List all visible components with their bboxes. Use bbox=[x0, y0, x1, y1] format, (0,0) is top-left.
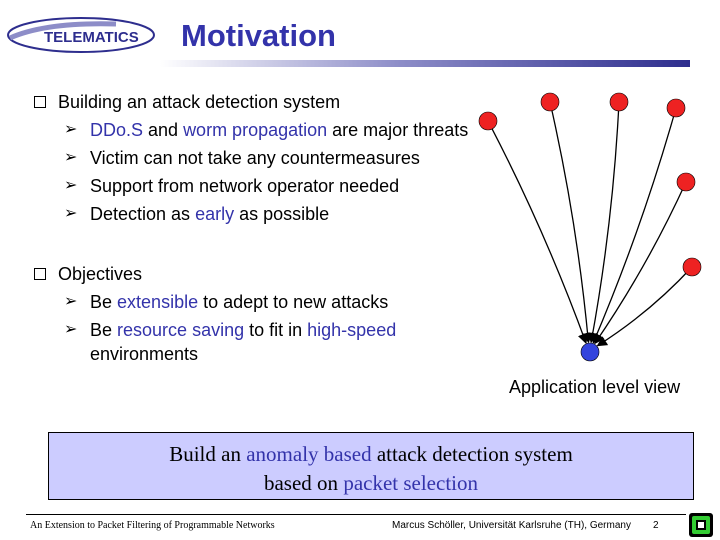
text-segment: environments bbox=[90, 344, 199, 364]
sub-bullet-text: Be extensible to adept to new attacks bbox=[90, 292, 388, 312]
header-bar bbox=[160, 60, 690, 67]
arrow-bullet-icon: ➢ bbox=[64, 121, 78, 138]
highlighted-text: DDo.S bbox=[90, 120, 144, 140]
text-segment: Be bbox=[90, 320, 118, 340]
bullet-text: Building an attack detection system bbox=[58, 92, 341, 112]
attack-edge bbox=[549, 101, 593, 344]
diagram-caption: Application level view bbox=[509, 377, 681, 397]
text-segment: Support from network operator needed bbox=[90, 176, 400, 196]
bullet-list: Building an attack detection system ➢ DD… bbox=[34, 88, 474, 370]
text-segment: Victim can not take any countermeasures bbox=[90, 148, 420, 168]
sub-bullet-text: DDo.S and worm propagation are major thr… bbox=[90, 120, 468, 140]
bullet-item: Building an attack detection system bbox=[34, 88, 474, 116]
square-bullet-icon bbox=[34, 96, 46, 108]
arrow-bullet-icon: ➢ bbox=[64, 177, 78, 194]
telematics-logo: TELEMATICS bbox=[7, 17, 155, 53]
logo-text: TELEMATICS bbox=[44, 29, 139, 46]
sub-bullet-text: Victim can not take any countermeasures bbox=[90, 148, 420, 168]
text-segment: Detection as bbox=[90, 204, 196, 224]
attack-edge bbox=[487, 120, 588, 345]
highlighted-text: high-speed bbox=[307, 320, 397, 340]
summary-line-2: based on packet selection bbox=[49, 469, 693, 498]
highlighted-text: resource saving bbox=[117, 320, 245, 340]
text-segment: are major threats bbox=[327, 120, 469, 140]
arrow-bullet-icon: ➢ bbox=[64, 149, 78, 166]
highlighted-text: extensible bbox=[117, 292, 199, 312]
highlighted-text: early bbox=[195, 204, 235, 224]
attacker-node bbox=[540, 92, 560, 112]
attack-edge bbox=[587, 101, 620, 344]
attack-diagram bbox=[478, 92, 702, 362]
highlighted-text: anomaly based bbox=[246, 442, 372, 466]
attack-edge bbox=[594, 181, 687, 345]
sub-bullet: ➢ Be resource saving to fit in high-spee… bbox=[34, 318, 474, 366]
footer-author: Marcus Schöller, Universität Karlsruhe (… bbox=[392, 520, 631, 531]
sub-bullet-text: Support from network operator needed bbox=[90, 176, 399, 196]
text-segment: and bbox=[143, 120, 184, 140]
text-segment: based on bbox=[263, 471, 344, 495]
summary-box: Build an anomaly based attack detection … bbox=[48, 432, 694, 500]
bullet-item: Objectives bbox=[34, 260, 474, 288]
text-segment: Build an bbox=[169, 442, 247, 466]
arrow-bullet-icon: ➢ bbox=[64, 293, 78, 310]
arrow-bullet-icon: ➢ bbox=[64, 321, 78, 338]
attack-edge bbox=[592, 107, 677, 344]
sub-bullet-text: Detection as early as possible bbox=[90, 204, 329, 224]
footer-title: An Extension to Packet Filtering of Prog… bbox=[30, 520, 275, 531]
footer-divider bbox=[26, 514, 686, 515]
text-segment: Be bbox=[90, 292, 118, 312]
sub-bullet: ➢ DDo.S and worm propagation are major t… bbox=[34, 118, 474, 142]
square-bullet-icon bbox=[34, 268, 46, 280]
text-segment: to fit in bbox=[244, 320, 308, 340]
sub-bullet: ➢ Victim can not take any countermeasure… bbox=[34, 146, 474, 170]
victim-node bbox=[580, 342, 600, 362]
sub-bullet: ➢ Be extensible to adept to new attacks bbox=[34, 290, 474, 314]
page-title: Motivation bbox=[181, 18, 336, 53]
highlighted-text: packet selection bbox=[343, 471, 478, 495]
sub-bullet-text: Be resource saving to fit in high-speed … bbox=[90, 320, 396, 364]
page-number: 2 bbox=[653, 520, 659, 531]
attacker-node bbox=[676, 172, 696, 192]
bullet-text: Objectives bbox=[58, 264, 143, 284]
sub-bullet: ➢ Support from network operator needed bbox=[34, 174, 474, 198]
attacker-node bbox=[682, 257, 702, 277]
attacker-node bbox=[609, 92, 629, 112]
summary-line-1: Build an anomaly based attack detection … bbox=[49, 440, 693, 469]
attacker-node bbox=[478, 111, 498, 131]
sub-bullet: ➢ Detection as early as possible bbox=[34, 202, 474, 226]
attacker-node bbox=[666, 98, 686, 118]
arrow-bullet-icon: ➢ bbox=[64, 205, 78, 222]
text-segment: attack detection system bbox=[371, 442, 573, 466]
attack-edge bbox=[596, 266, 693, 347]
highlighted-text: worm propagation bbox=[183, 120, 328, 140]
green-logo-icon bbox=[689, 513, 713, 537]
text-segment: to adept to new attacks bbox=[198, 292, 389, 312]
text-segment: as possible bbox=[234, 204, 330, 224]
